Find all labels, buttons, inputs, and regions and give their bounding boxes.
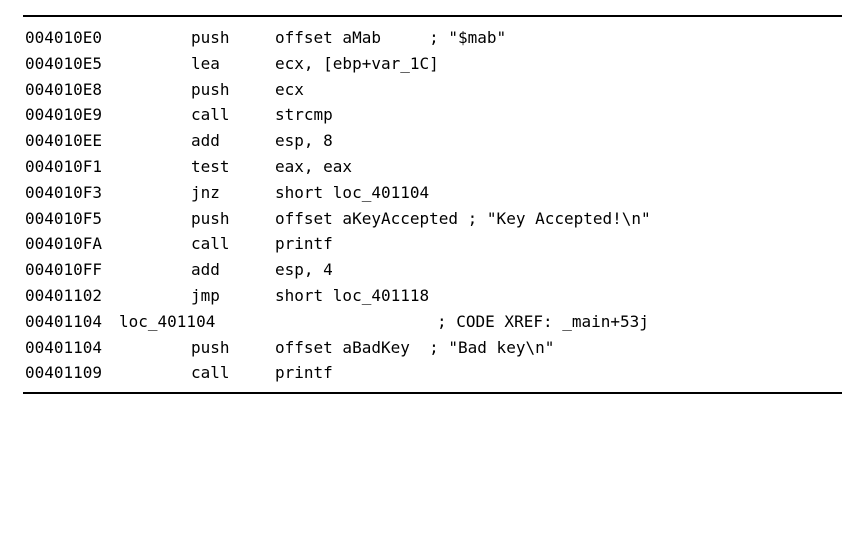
disassembly-listing: 004010E0 push offset aMab ; "$mab" 00401… <box>23 15 842 395</box>
address: 004010F3 <box>25 182 103 202</box>
operands: esp, 4 <box>275 260 333 280</box>
operands: offset aKeyAccepted ; "Key Accepted!\n" <box>275 208 651 228</box>
code-line: 004010F3 jnz short loc_401104 <box>23 180 842 206</box>
mnemonic: push <box>191 337 230 357</box>
address: 00401109 <box>25 363 103 383</box>
address: 004010E9 <box>25 105 103 125</box>
mnemonic: jnz <box>191 182 220 202</box>
code-line: 004010E8 push ecx <box>23 77 842 103</box>
operands: eax, eax <box>275 156 353 176</box>
operands: ecx <box>275 79 304 99</box>
code-line: 004010FA call printf <box>23 231 842 257</box>
address: 004010FF <box>25 260 103 280</box>
code-line: 004010F5 push offset aKeyAccepted ; "Key… <box>23 206 842 232</box>
mnemonic: push <box>191 28 230 47</box>
code-line: 004010FF add esp, 4 <box>23 257 842 283</box>
address: 00401104 <box>25 337 103 357</box>
address: 004010FA <box>25 234 103 254</box>
mnemonic: add <box>191 260 220 280</box>
mnemonic: push <box>191 79 230 99</box>
mnemonic: test <box>191 156 230 176</box>
address: 004010E5 <box>25 53 103 73</box>
operands: offset aMab ; "$mab" <box>275 28 507 47</box>
code-line: 00401109 call printf <box>23 360 842 386</box>
operands: esp, 8 <box>275 131 333 151</box>
code-line: 004010E9 call strcmp <box>23 102 842 128</box>
code-label: loc_401104 <box>119 311 216 331</box>
operands: strcmp <box>275 105 333 125</box>
mnemonic: jmp <box>191 285 220 305</box>
address: 004010E0 <box>25 28 103 47</box>
mnemonic: call <box>191 234 230 254</box>
operands: ecx, [ebp+var_1C] <box>275 53 439 73</box>
code-line: 004010E5 lea ecx, [ebp+var_1C] <box>23 51 842 77</box>
mnemonic: call <box>191 105 230 125</box>
code-line: 00401104 push offset aBadKey ; "Bad key\… <box>23 335 842 361</box>
mnemonic: lea <box>191 53 220 73</box>
address: 004010EE <box>25 131 103 151</box>
address: 004010E8 <box>25 79 103 99</box>
operands: printf <box>275 234 333 254</box>
mnemonic: push <box>191 208 230 228</box>
operands: short loc_401118 <box>275 285 430 305</box>
address: 004010F5 <box>25 208 103 228</box>
code-line: 004010EE add esp, 8 <box>23 128 842 154</box>
code-line: 004010F1 test eax, eax <box>23 154 842 180</box>
operands: printf <box>275 363 333 383</box>
xref-comment: ; CODE XREF: _main+53j <box>437 311 649 331</box>
address: 004010F1 <box>25 156 103 176</box>
operands: offset aBadKey ; "Bad key\n" <box>275 337 555 357</box>
code-line: 00401104 loc_401104 ; CODE XREF: _main+5… <box>23 309 842 335</box>
address: 00401102 <box>25 285 103 305</box>
code-line: 004010E0 push offset aMab ; "$mab" <box>23 25 842 51</box>
code-line: 00401102 jmp short loc_401118 <box>23 283 842 309</box>
address: 00401104 <box>25 311 103 331</box>
operands: short loc_401104 <box>275 182 430 202</box>
mnemonic: add <box>191 131 220 151</box>
mnemonic: call <box>191 363 230 383</box>
